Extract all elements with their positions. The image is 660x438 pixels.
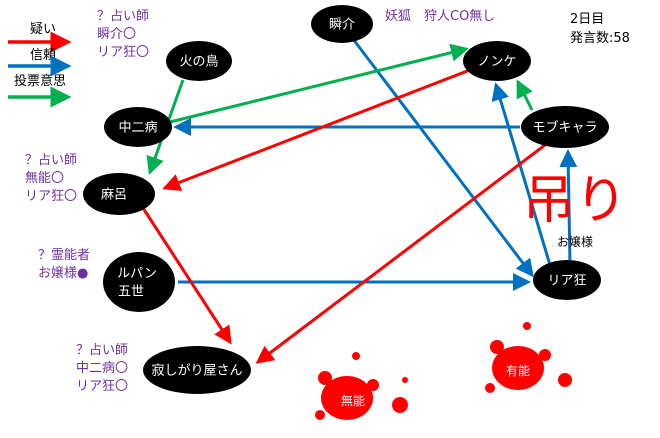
node-sabishigariya[interactable]: 寂しがり屋さん bbox=[143, 346, 251, 394]
node-label: 麻呂 bbox=[101, 188, 127, 203]
node-label: 瞬介 bbox=[329, 18, 355, 33]
legend: 疑い 信頼 投票意思 bbox=[8, 21, 72, 108]
node-nonke[interactable]: ノンケ bbox=[463, 41, 531, 81]
svg-text:？霊能者: ？霊能者 bbox=[38, 248, 90, 263]
legend-doubt-label: 疑い bbox=[30, 21, 56, 37]
dead-label-munou: 無能 bbox=[341, 393, 365, 408]
vote-arrow-chuunibyou-nonke bbox=[169, 43, 469, 124]
legend-vote-label: 投票意思 bbox=[14, 73, 66, 89]
note-maro: ？占い師 無能〇 リア狂〇 bbox=[25, 153, 77, 204]
svg-text:リア狂〇: リア狂〇 bbox=[25, 189, 77, 204]
node-hinotori[interactable]: 火の鳥 bbox=[166, 41, 232, 81]
node-maro[interactable]: 麻呂 bbox=[83, 173, 155, 215]
node-label: リア狂 bbox=[547, 274, 586, 289]
svg-text:？占い師: ？占い師 bbox=[97, 9, 149, 24]
doubt-arrow-mobukyara-sabishigariya bbox=[255, 143, 546, 364]
node-label: ルパン bbox=[117, 267, 157, 282]
day-label: 2日目 bbox=[570, 12, 604, 27]
svg-text:？占い師: ？占い師 bbox=[25, 153, 77, 168]
svg-text:中二病〇: 中二病〇 bbox=[76, 361, 128, 376]
doubt-arrow-nonke-maro bbox=[162, 66, 476, 191]
node-label: モブキャラ bbox=[532, 120, 597, 136]
dead-marker-yuunou: 有能 bbox=[485, 322, 572, 393]
note-sabishigariya: ？占い師 中二病〇 リア狂〇 bbox=[76, 343, 128, 394]
trust-arrow-riakyou-mobukyara bbox=[559, 149, 578, 266]
node-label: 火の鳥 bbox=[179, 55, 218, 70]
node-shunsuke[interactable]: 瞬介 bbox=[311, 5, 373, 43]
trust-arrow-shunsuke-riakyou bbox=[348, 34, 534, 278]
doubt-arrow-maro-sabishigariya bbox=[141, 207, 232, 345]
svg-text:？占い師: ？占い師 bbox=[76, 343, 128, 358]
hanged-name: お嬢様 bbox=[557, 235, 593, 249]
node-label: 五世 bbox=[118, 285, 144, 300]
svg-text:お嬢様●: お嬢様● bbox=[38, 266, 88, 281]
dead-label-yuunou: 有能 bbox=[506, 364, 530, 378]
edges bbox=[141, 34, 578, 364]
note-hinotori: ？占い師 瞬介〇 リア狂〇 bbox=[97, 9, 149, 60]
svg-text:リア狂〇: リア狂〇 bbox=[76, 379, 128, 394]
node-chuunibyou[interactable]: 中二病 bbox=[104, 107, 172, 147]
trust-arrow-riakyou-nonke bbox=[491, 82, 552, 266]
svg-text:無能〇: 無能〇 bbox=[25, 171, 64, 186]
note-shunsuke: 妖狐 狩人CO無し bbox=[385, 9, 495, 24]
node-label: 中二病 bbox=[118, 121, 157, 136]
hanged-label: 吊り bbox=[523, 171, 627, 231]
node-riakyou[interactable]: リア狂 bbox=[533, 260, 601, 300]
svg-text:瞬介〇: 瞬介〇 bbox=[97, 27, 136, 42]
legend-trust-label: 信頼 bbox=[30, 48, 56, 63]
note-lupin: ？霊能者 お嬢様● bbox=[38, 248, 90, 281]
vote-arrow-mobukyara-nonke bbox=[516, 79, 534, 111]
node-label: ノンケ bbox=[477, 55, 516, 70]
dead-marker-munou: 無能 bbox=[315, 352, 408, 420]
svg-text:リア狂〇: リア狂〇 bbox=[97, 45, 149, 60]
node-mobukyara[interactable]: モブキャラ bbox=[521, 106, 609, 148]
node-label: 寂しがり屋さん bbox=[151, 363, 242, 379]
node-lupin[interactable]: ルパン 五世 bbox=[103, 252, 175, 312]
post-count: 発言数:58 bbox=[570, 31, 630, 46]
